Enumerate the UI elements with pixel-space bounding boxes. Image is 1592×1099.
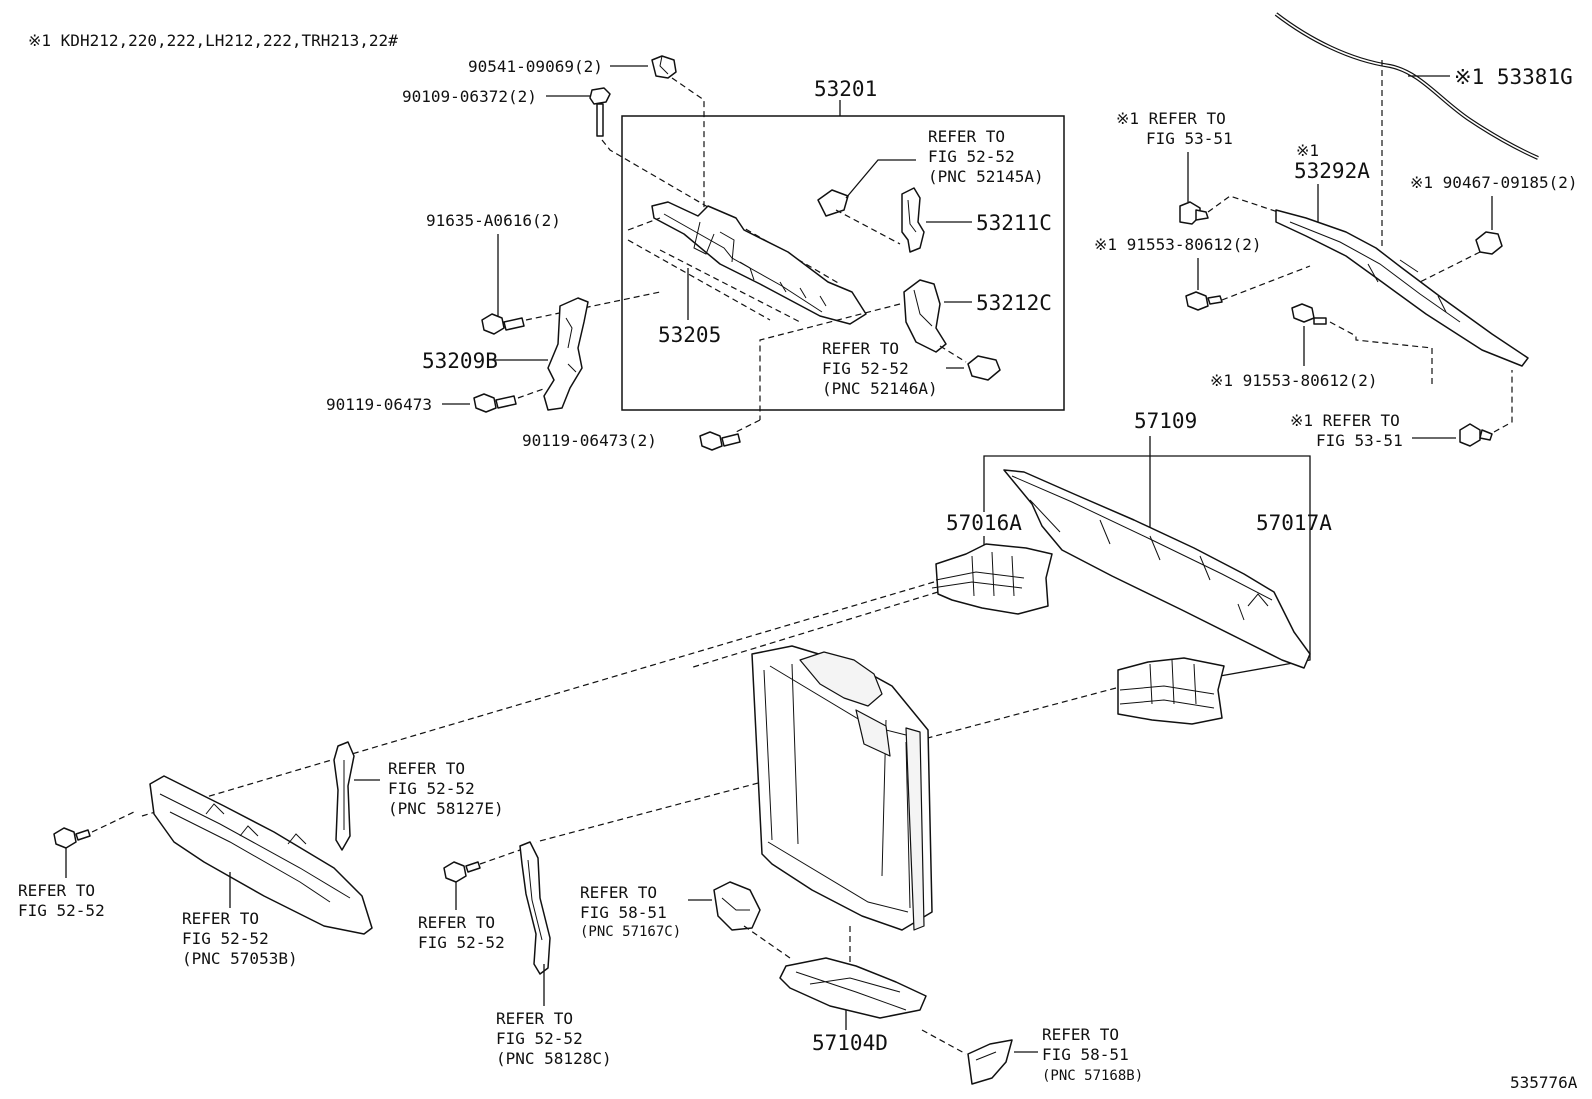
reference-fig-52-52-left[interactable]: REFER TO FIG 52-52	[18, 881, 105, 920]
grommet-90541-icon	[651, 55, 677, 79]
vehicle-applicability-note: ※1 KDH212,220,222,LH212,222,TRH213,22#	[28, 31, 398, 50]
reference-pnc-57053b[interactable]: REFER TO FIG 52-52 (PNC 57053B)	[182, 909, 298, 968]
part-label-53205[interactable]: 53205	[658, 323, 721, 347]
bracket-53209b[interactable]	[543, 297, 589, 411]
clip-top-icon	[1179, 201, 1209, 225]
part-label-53292a-mark: ※1	[1296, 141, 1319, 160]
reference-pnc-58127e[interactable]: REFER TO FIG 52-52 (PNC 58127E)	[388, 759, 504, 818]
reference-fig-53-51-bottom[interactable]: ※1 REFER TO FIG 53-51	[1290, 411, 1409, 450]
bracket-53211c[interactable]	[901, 187, 925, 253]
bumper-arm-57053b[interactable]	[149, 775, 373, 935]
part-label-91635-a0616[interactable]: 91635-A0616(2)	[426, 211, 561, 230]
reference-fig-53-51-top[interactable]: ※1 REFER TO FIG 53-51	[1116, 109, 1235, 148]
part-label-53292a[interactable]: 53292A	[1294, 159, 1370, 183]
reinforcement-57109[interactable]	[1003, 469, 1311, 669]
bolt-90119-left-icon	[473, 393, 517, 413]
bolt-front-left-icon	[53, 827, 91, 849]
cover-53292a[interactable]	[1275, 209, 1529, 367]
part-label-57017a[interactable]: 57017A	[1256, 511, 1332, 535]
part-label-57016a[interactable]: 57016A	[946, 511, 1022, 535]
clip-bottom-icon	[1459, 423, 1493, 447]
assembly-53201-box	[621, 115, 1065, 411]
part-label-91553-80612-lower[interactable]: ※1 91553-80612(2)	[1210, 371, 1378, 390]
reference-pnc-57168b[interactable]: REFER TO FIG 58-51 (PNC 57168B)	[1042, 1025, 1143, 1084]
part-label-90119-06473-2[interactable]: 90119-06473(2)	[522, 431, 657, 450]
clip-90467-icon	[1475, 231, 1503, 255]
bolt-91635-icon	[481, 313, 525, 335]
bolt-90119-center-icon	[699, 431, 741, 451]
part-label-57109[interactable]: 57109	[1134, 409, 1197, 433]
diagram-id: 535776A	[1510, 1073, 1578, 1092]
bracket-57017a[interactable]	[1117, 657, 1225, 725]
reference-fig-52-52-mid[interactable]: REFER TO FIG 52-52	[418, 913, 505, 952]
bracket-57168b[interactable]	[967, 1039, 1013, 1085]
part-label-91553-80612-upper[interactable]: ※1 91553-80612(2)	[1094, 235, 1262, 254]
part-label-53381g[interactable]: ※1 53381G	[1454, 65, 1573, 89]
part-label-57104d[interactable]: 57104D	[812, 1031, 888, 1055]
bolt-90109-icon	[589, 87, 611, 137]
stay-58127e[interactable]	[333, 741, 355, 851]
reference-pnc-58128c[interactable]: REFER TO FIG 52-52 (PNC 58128C)	[496, 1009, 612, 1068]
upper-radiator-support-53205[interactable]	[651, 201, 867, 325]
part-label-90119-06473[interactable]: 90119-06473	[326, 395, 432, 414]
bolt-91553-upper-icon	[1185, 291, 1223, 311]
bracket-57016a[interactable]	[931, 543, 1053, 615]
bolt-91553-lower-icon	[1291, 303, 1327, 325]
stay-58128c[interactable]	[519, 841, 551, 975]
part-label-53212c[interactable]: 53212C	[976, 291, 1052, 315]
undercover-57104d[interactable]	[779, 957, 927, 1019]
bracket-52145a-icon	[817, 189, 849, 217]
bracket-53212c[interactable]	[903, 279, 947, 353]
part-label-90467-09185[interactable]: ※1 90467-09185(2)	[1410, 173, 1578, 192]
bracket-57167c[interactable]	[713, 881, 761, 931]
part-label-53209b[interactable]: 53209B	[422, 349, 498, 373]
part-label-90109-06372[interactable]: 90109-06372(2)	[402, 87, 537, 106]
part-label-90541-09069[interactable]: 90541-09069(2)	[468, 57, 603, 76]
part-label-53201[interactable]: 53201	[814, 77, 877, 101]
reference-pnc-57167c[interactable]: REFER TO FIG 58-51 (PNC 57167C)	[580, 883, 681, 940]
bracket-52146a-icon	[967, 355, 1001, 381]
radiator-assembly[interactable]	[751, 645, 933, 931]
part-label-53211c[interactable]: 53211C	[976, 211, 1052, 235]
bolt-front-mid-icon	[443, 861, 481, 883]
reference-pnc-52146a[interactable]: REFER TO FIG 52-52 (PNC 52146A)	[822, 339, 938, 398]
reference-pnc-52145a[interactable]: REFER TO FIG 52-52 (PNC 52145A)	[928, 127, 1044, 186]
